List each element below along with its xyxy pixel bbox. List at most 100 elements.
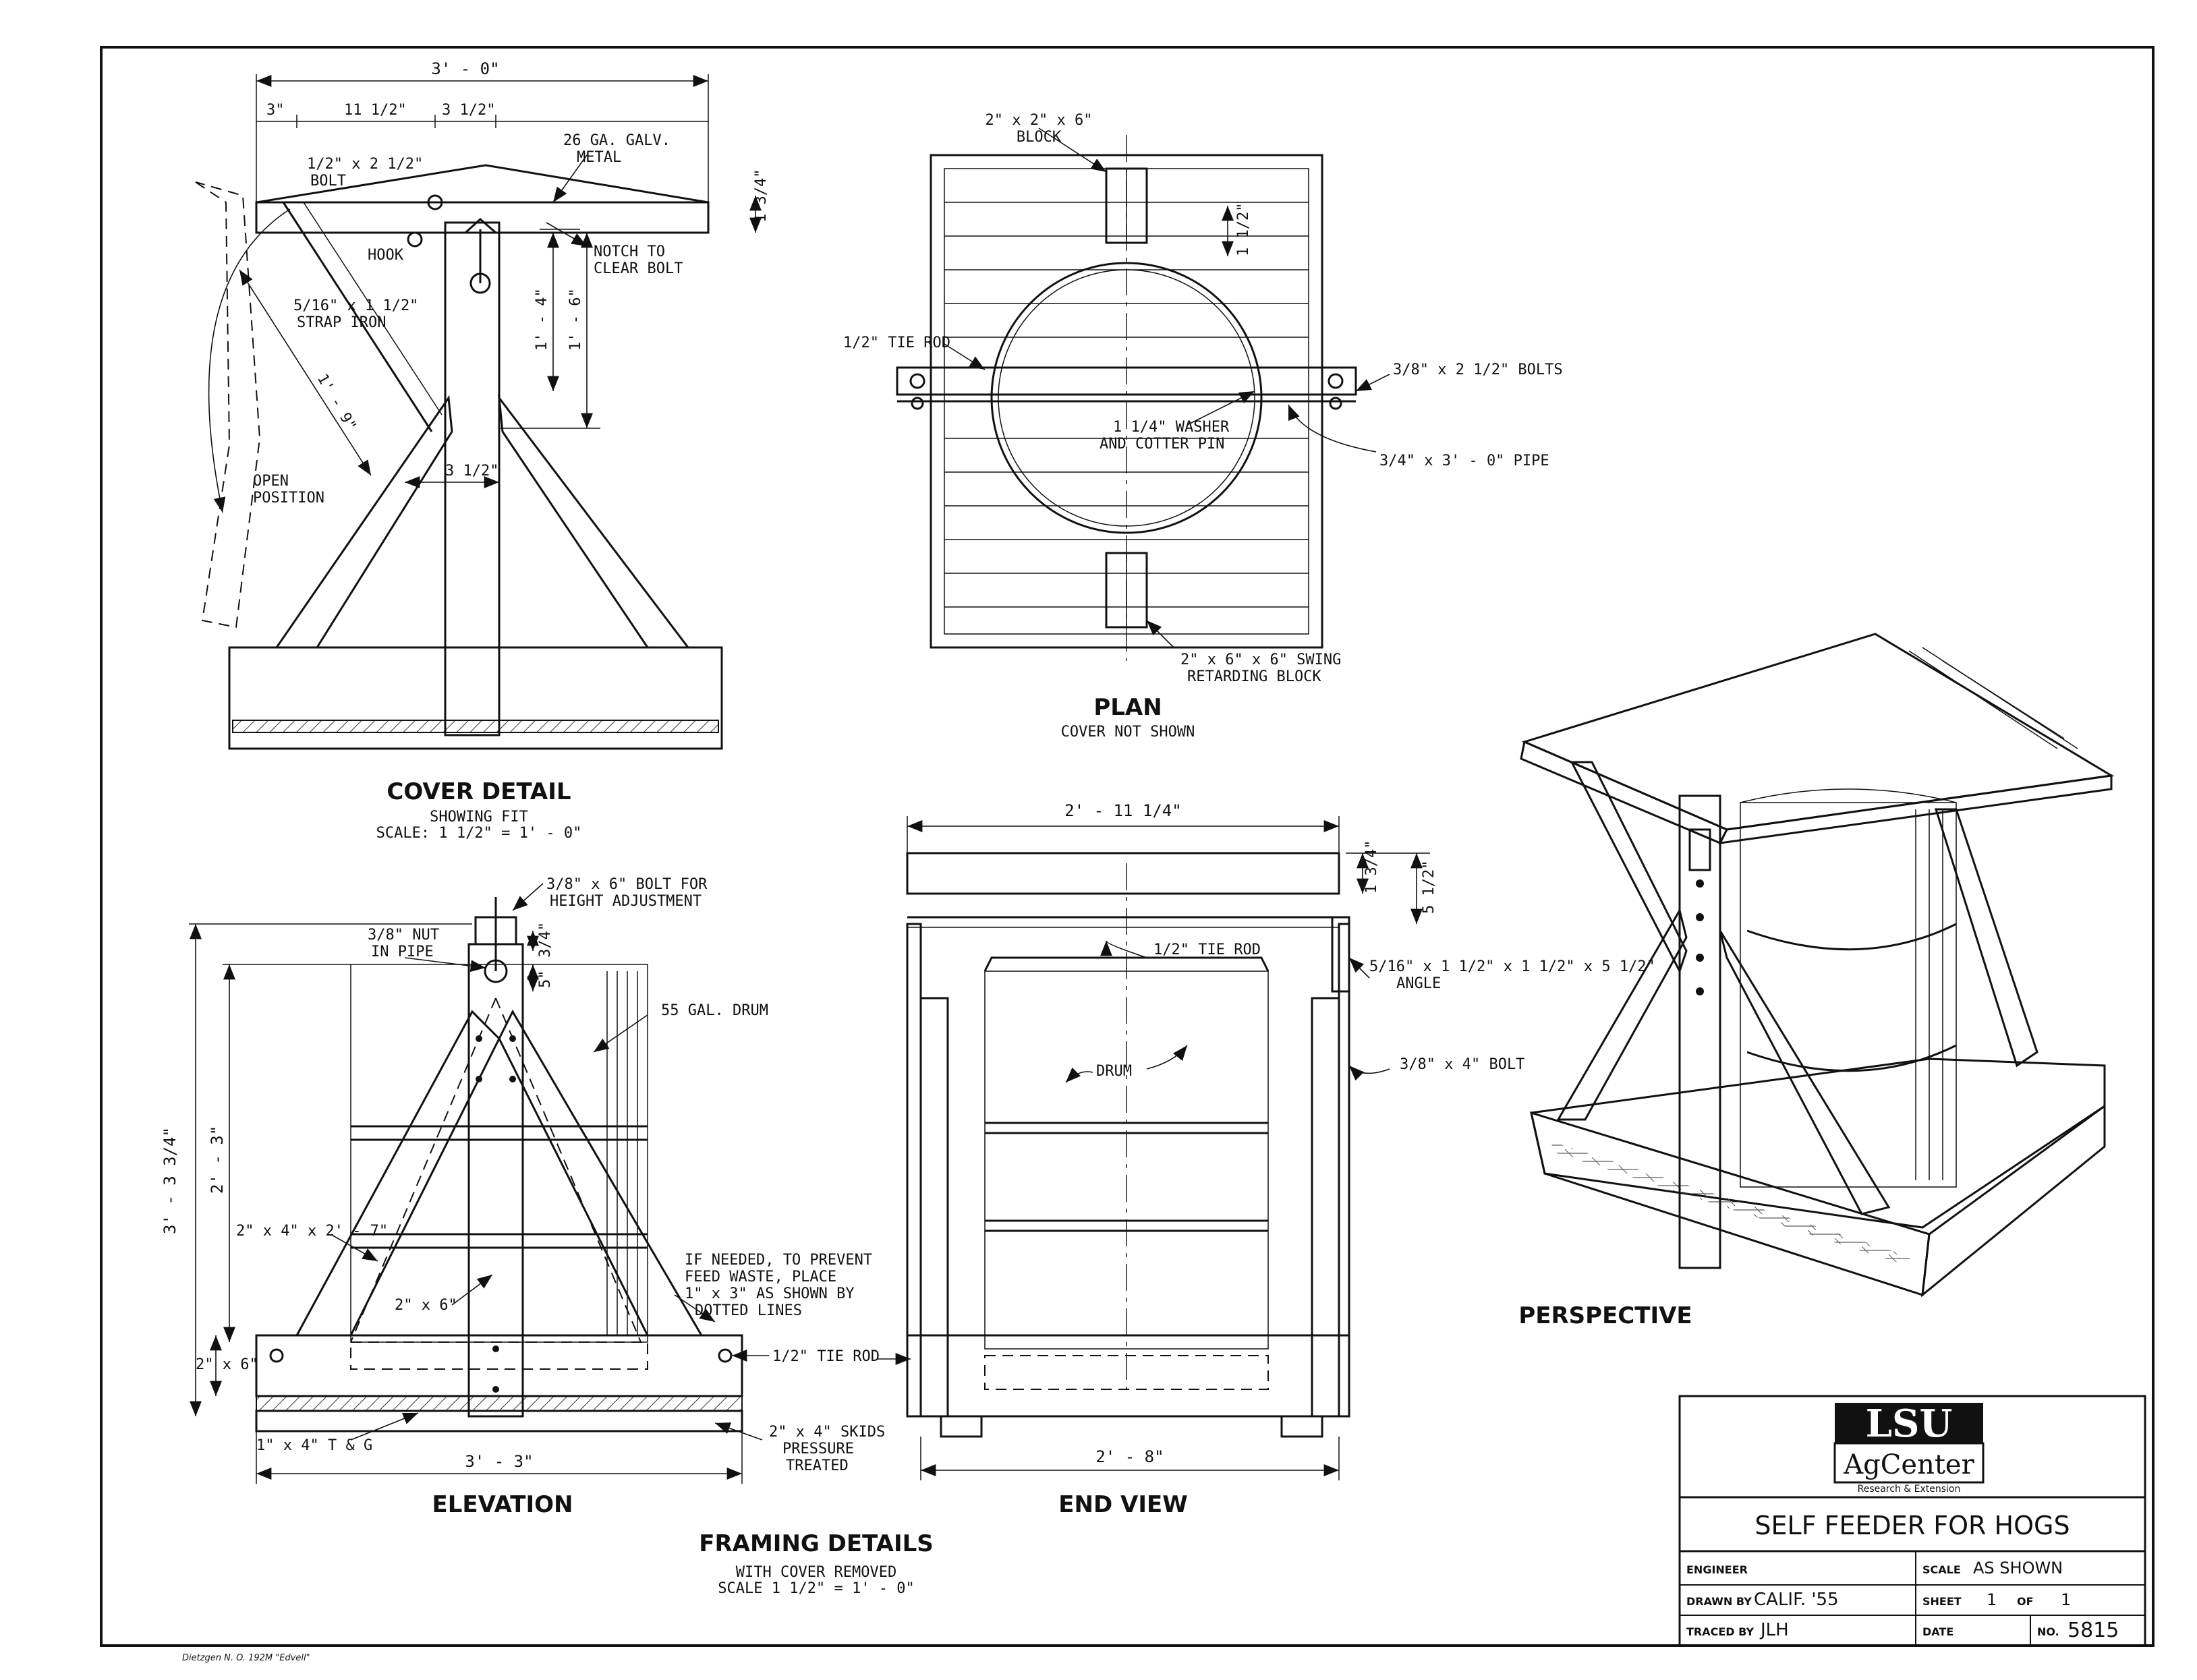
plan-swing-label: 2" x 6" x 6" SWING [1180, 651, 1341, 668]
elev-bolt-label: 3/8" x 6" BOLT FOR [546, 876, 708, 893]
elev-waste-label: IF NEEDED, TO PREVENT [685, 1252, 872, 1269]
cover-dim-19: 1' - 9" [314, 372, 360, 434]
cover-bolt-label: 1/2" x 2 1/2" [307, 156, 423, 173]
elev-brace-label: 2" x 4" x 2' - 7" [236, 1223, 388, 1240]
perspective-title: PERSPECTIVE [1518, 1302, 1692, 1329]
end-width-2114: 2' - 11 1/4" [1064, 801, 1181, 820]
elev-height-23: 2' - 3" [208, 1126, 227, 1194]
of-label: OF [2017, 1595, 2034, 1608]
plan-washer-label: 1 1/4" WASHER [1113, 419, 1230, 436]
elev-width-33: 3' - 3" [465, 1452, 533, 1471]
cover-detail-subtitle: SHOWING FIT [430, 809, 528, 825]
cover-dim-134: 1 3/4" [753, 169, 770, 223]
cover-notch-label: NOTCH TO [594, 243, 665, 260]
elev-dim-34: 3/4" [537, 922, 554, 958]
end-dim-512: 5 1/2" [1421, 861, 1437, 914]
end-tierod-label: 1/2" TIE ROD [1153, 942, 1261, 958]
end-angle-label-2: ANGLE [1396, 975, 1441, 992]
sheet-label: SHEET [1922, 1595, 1962, 1608]
logo-line1: LSU [1866, 1401, 1953, 1446]
cover-dim-11: 11 1/2" [344, 102, 407, 119]
of-value: 1 [2061, 1590, 2071, 1609]
cover-notch-label-2: CLEAR BOLT [594, 260, 683, 277]
cover-dim-312: 3 1/2" [442, 102, 495, 119]
cover-strap-label: 5/16" x 1 1/2" [293, 297, 418, 314]
scale-label: SCALE [1922, 1563, 1961, 1576]
cover-detail-title: COVER DETAIL [387, 778, 571, 805]
elev-nut-label: 3/8" NUT [368, 927, 439, 944]
plan-pipe-label: 3/4" x 3' - 0" PIPE [1379, 453, 1549, 469]
plan-swing-label-2: RETARDING BLOCK [1187, 668, 1321, 685]
title-block: LSU AgCenter Research & Extension SELF F… [1678, 1395, 2146, 1647]
elevation-view: 3/8" x 6" BOLT FOR HEIGHT ADJUSTMENT 3/8… [161, 876, 885, 1518]
end-width-28: 2' - 8" [1095, 1447, 1164, 1466]
elev-drum-label: 55 GAL. DRUM [661, 1002, 768, 1019]
lsu-agcenter-logo: LSU AgCenter Research & Extension [1833, 1401, 1985, 1495]
cover-hook-label: HOOK [368, 247, 404, 264]
framing-details-title: FRAMING DETAILS [699, 1530, 934, 1557]
cover-detail-view: 3' - 0" 3" 11 1/2" 3 1/2" 1/2" x 2 1/2" … [195, 59, 770, 842]
elev-waste-label-3: 1" x 3" AS SHOWN BY [685, 1285, 855, 1302]
cover-strap-label-2: STRAP IRON [297, 314, 386, 331]
scale-value: AS SHOWN [1973, 1559, 2063, 1577]
sheet-value: 1 [1987, 1590, 1997, 1609]
cover-dim-14: 1' - 4" [534, 288, 550, 351]
plan-bolts-label: 3/8" x 2 1/2" BOLTS [1393, 361, 1563, 378]
plan-dim-112: 1 1/2" [1235, 203, 1252, 256]
cover-detail-scale: SCALE: 1 1/2" = 1' - 0" [376, 825, 582, 842]
end-view-title: END VIEW [1058, 1491, 1187, 1518]
cover-dim-3: 3" [266, 102, 285, 119]
number-label: NO. [2037, 1625, 2059, 1638]
elev-dim-5: 5" [537, 971, 554, 989]
cover-metal-label-2: METAL [577, 149, 621, 166]
plan-subtitle: COVER NOT SHOWN [1061, 724, 1195, 741]
plan-tierod-label: 1/2" TIE ROD [843, 335, 950, 351]
end-angle-label: 5/16" x 1 1/2" x 1 1/2" x 5 1/2" [1369, 958, 1655, 975]
elev-height-3334: 3' - 3 3/4" [161, 1127, 179, 1234]
paper-note: Dietzgen N. O. 192M "Edvell" [182, 1653, 310, 1663]
drawn-by-label: DRAWN BY [1686, 1595, 1752, 1608]
number-value: 5815 [2067, 1619, 2119, 1642]
date-label: DATE [1922, 1625, 1953, 1638]
elev-tierod-label: 1/2" TIE ROD [772, 1348, 880, 1365]
cover-dim-16: 1' - 6" [567, 288, 584, 351]
plan-view: 2" x 2" x 6" BLOCK 1 1/2" 1/2" TIE ROD 3… [843, 112, 1563, 741]
end-bolt-label: 3/8" x 4" BOLT [1400, 1056, 1524, 1073]
drawn-by-value: CALIF. '55 [1754, 1590, 1839, 1610]
plan-block-label: 2" x 2" x 6" [986, 112, 1093, 129]
elev-post-label: 2" x 6" [395, 1297, 457, 1314]
elev-waste-label-4: DOTTED LINES [695, 1302, 802, 1319]
elev-floor-label: 1" x 4" T & G [256, 1437, 372, 1454]
drawing-title: SELF FEEDER FOR HOGS [1754, 1511, 2070, 1540]
elev-skids-label-3: TREATED [786, 1457, 849, 1474]
plan-washer-label-2: AND COTTER PIN [1100, 436, 1224, 453]
end-view: 2' - 11 1/4" 1 3/4" 5 1/2" 1/2" TIE ROD … [877, 801, 1655, 1518]
cover-open-label: OPEN [253, 473, 289, 490]
elev-bolt-label-2: HEIGHT ADJUSTMENT [550, 893, 702, 910]
end-dim-134: 1 3/4" [1363, 840, 1380, 894]
plan-title: PLAN [1093, 694, 1162, 721]
traced-by-value: JLH [1759, 1620, 1789, 1640]
elev-side-label: 2" x 6" [196, 1356, 258, 1373]
end-drum-label: DRUM [1096, 1063, 1132, 1080]
sheet-border [100, 46, 2155, 1647]
plan-block-label-2: BLOCK [1017, 129, 1062, 146]
perspective-view: PERSPECTIVE [1518, 633, 2115, 1329]
framing-details-sub: WITH COVER REMOVED [736, 1564, 896, 1581]
logo-line2: AgCenter [1843, 1449, 1974, 1480]
cover-dim-312b: 3 1/2" [445, 463, 498, 480]
cover-metal-label: 26 GA. GALV. [563, 132, 670, 149]
elev-skids-label-2: PRESSURE [782, 1441, 854, 1457]
elev-waste-label-2: FEED WASTE, PLACE [685, 1269, 836, 1285]
cover-bolt-label-2: BOLT [310, 173, 346, 190]
traced-by-label: TRACED BY [1686, 1625, 1754, 1638]
cover-open-label-2: POSITION [253, 490, 324, 506]
logo-line3: Research & Extension [1858, 1484, 1961, 1495]
framing-details-scale: SCALE 1 1/2" = 1' - 0" [718, 1580, 914, 1597]
elevation-title: ELEVATION [432, 1491, 573, 1518]
engineer-label: ENGINEER [1686, 1563, 1748, 1576]
cover-overall-dim: 3' - 0" [431, 59, 499, 78]
elev-skids-label: 2" x 4" SKIDS [769, 1424, 885, 1441]
elev-nut-label-2: IN PIPE [371, 944, 434, 960]
